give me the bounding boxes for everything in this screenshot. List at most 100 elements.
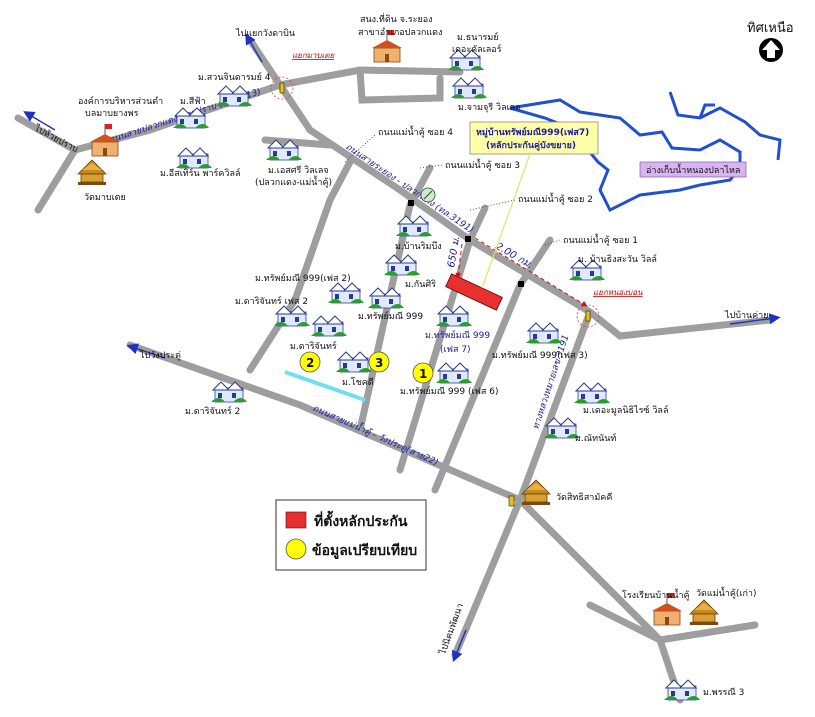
soi-4-label: ถนนแม่น้ำคู้ ซอย 4 bbox=[378, 125, 453, 138]
legend-comparison-swatch bbox=[285, 538, 307, 560]
arrow-bankhai bbox=[729, 313, 781, 325]
house-icon bbox=[327, 282, 365, 304]
house-icon bbox=[525, 322, 563, 344]
arrow-huaipuen bbox=[23, 111, 56, 131]
callout-line2: (หลักประกันคู่บังขยาย) bbox=[486, 140, 576, 151]
place-watmabtoey: วัดมาบเตย bbox=[84, 193, 126, 203]
legend-box bbox=[275, 499, 427, 571]
village-chamchuri: ม.จามจุรี วิลเลจ bbox=[458, 102, 520, 113]
road-soi-4 bbox=[246, 158, 354, 374]
house-icon bbox=[367, 287, 405, 309]
villages: ม.สวนจินดารมย์ 4 ม.สีฟ้า ม.อีสเทิร์น พาร… bbox=[160, 31, 744, 701]
comparison-label-1: 1 bbox=[419, 367, 427, 381]
house-icon bbox=[573, 382, 611, 404]
village-nathanan: ม.ณัทนันท์ bbox=[575, 432, 616, 444]
canal bbox=[284, 370, 366, 402]
callout-line1: หมู่บ้านทรัพย์มณี999(เฟส7) bbox=[476, 126, 589, 138]
place-school: โรงเรียนบ้านน้ำคู้ bbox=[622, 588, 690, 601]
village-banrim: ม.บ้านริมบึง bbox=[395, 241, 442, 252]
comparison-label-2: 2 bbox=[306, 356, 314, 370]
comparison-label-3: 3 bbox=[375, 356, 383, 370]
intersection-top: แยกมาบเตย bbox=[292, 51, 335, 60]
road-3191-south bbox=[451, 308, 594, 659]
village-pornni: ม.พรรณี 3 bbox=[703, 687, 744, 698]
village-sup3: ม.ทรัพย์มณี 999(เฟส 3) bbox=[492, 349, 588, 361]
soi-1-label: ถนนแม่น้ำคู้ ซอย 1 bbox=[563, 233, 638, 246]
road-sign-icon bbox=[420, 187, 436, 203]
house-icon bbox=[383, 254, 421, 276]
junctions bbox=[408, 200, 524, 287]
village-suan: ม.สวนจินดารมย์ 4 bbox=[198, 71, 271, 83]
soi-labels: ถนนแม่น้ำคู้ ซอย 4 ถนนแม่น้ำคู้ ซอย 3 ถน… bbox=[344, 125, 638, 246]
dir-bankhai: ไปบ้านค่าย bbox=[724, 310, 769, 321]
arrow-wangpradu bbox=[126, 343, 166, 359]
distance-650: 650 ม. bbox=[446, 235, 462, 268]
village-daris-w: ม.ดาริจันทร์ 2 bbox=[185, 405, 240, 417]
village-daris2: ม.ดาริจันทร์ เฟส 2 bbox=[235, 295, 308, 307]
road-to-kradin bbox=[246, 36, 284, 89]
house-icon bbox=[310, 315, 348, 337]
intersection-right: แยกหนองบอน bbox=[593, 288, 643, 297]
village-thanarom: ม.ธนารมย์ bbox=[457, 31, 499, 43]
temple-icon-mabtoey bbox=[77, 159, 107, 186]
north-indicator: ทิศเหนือ bbox=[747, 20, 794, 62]
temple-icon-namku bbox=[689, 599, 719, 626]
house-icon bbox=[395, 215, 433, 237]
village-kunsiri: ม.กันศิริ bbox=[405, 279, 436, 290]
north-label: ทิศเหนือ bbox=[747, 20, 794, 36]
house-icon bbox=[663, 679, 701, 701]
place-watnamku: วัดแม่น้ำคู้(เก่า) bbox=[696, 586, 756, 599]
village-sup2: ม.ทรัพย์มณี 999(เฟส 2) bbox=[255, 272, 351, 284]
road-school bbox=[586, 601, 759, 644]
village-sri: ม.เอสศรี วิลเลจ bbox=[268, 165, 329, 176]
signal-bottom bbox=[508, 495, 515, 507]
road-top bbox=[276, 66, 464, 89]
callout: หมู่บ้านทรัพย์มณี999(เฟส7) (หลักประกันคู… bbox=[469, 121, 599, 289]
house-icon bbox=[215, 85, 253, 107]
village-eastern: ม.อีสเทิร์น พาร์ควิลล์ bbox=[160, 167, 240, 179]
house-icon bbox=[450, 77, 488, 99]
village-thanarom2: เดอะคัลเลอร์ bbox=[452, 43, 502, 55]
place-oborlor: องค์การบริหารส่วนตำ bbox=[78, 95, 163, 107]
place-watsit: วัดสิทธิสามัคคี bbox=[556, 492, 612, 503]
legend: ที่ตั้งหลักประกัน ข้อมูลเปรียบเทียบ bbox=[275, 499, 427, 571]
village-delux: ม.เดอะมูลนิธิไรซ์ วิลล์ bbox=[583, 404, 668, 416]
reservoir bbox=[509, 91, 782, 213]
comparison-marker-1 bbox=[412, 362, 434, 384]
village-chokdee: ม.โชคดี bbox=[342, 377, 374, 388]
house-icon bbox=[435, 362, 473, 384]
soi-3-label: ถนนแม่น้ำคู้ ซอย 3 bbox=[445, 158, 520, 171]
legend-collateral-swatch bbox=[285, 511, 307, 529]
house-icon bbox=[175, 147, 213, 169]
place-oborlor2: บลมาบยางพร bbox=[85, 109, 139, 119]
legend-comparison-label: ข้อมูลเปรียบเทียบ bbox=[312, 543, 417, 559]
reservoir-label: อ่างเก็บน้ำหนองปลาไหล bbox=[639, 161, 747, 178]
road-to-west bbox=[34, 146, 79, 214]
comparison-markers: 1 2 3 bbox=[299, 351, 434, 384]
house-icon bbox=[335, 351, 373, 373]
legend-collateral-label: ที่ตั้งหลักประกัน bbox=[314, 510, 408, 530]
dir-nikhom: ไปนิคมพัฒนา bbox=[437, 602, 466, 657]
collateral-marker bbox=[445, 273, 503, 311]
direction-arrows bbox=[23, 33, 781, 663]
reservoir-text: อ่างเก็บน้ำหนองปลาไหล bbox=[646, 163, 740, 176]
dir-wangpradu: ไปวังประดู่ bbox=[139, 350, 181, 361]
distance-lines bbox=[455, 237, 588, 307]
soi-2-label: ถนนแม่น้ำคู้ ซอย 2 bbox=[518, 192, 593, 205]
comparison-marker-2 bbox=[299, 351, 321, 373]
comparison-marker-3 bbox=[368, 351, 390, 373]
village-sifa: ม.สีฟ้า bbox=[180, 96, 206, 107]
village-sri2: (ปลวกแดง-แม่น้ำคู้) bbox=[255, 175, 332, 188]
dir-huaipuen: ไปห้วยปราบ bbox=[32, 122, 81, 155]
road-top-loop bbox=[356, 66, 444, 104]
dir-kradin: ไปแยกวังดาบิน bbox=[235, 28, 295, 39]
village-daris: ม.ดาริจันทร์ bbox=[290, 340, 337, 352]
village-sup7a: ม.ทรัพย์มณี 999 bbox=[425, 329, 490, 341]
village-sup: ม.ทรัพย์มณี 999 bbox=[358, 310, 423, 322]
arrow-nikhom bbox=[451, 629, 467, 663]
place-sno: สนง.ที่ดิน จ.ระยอง bbox=[360, 12, 433, 25]
village-sup7b: (เฟส 7) bbox=[440, 345, 471, 355]
place-sno2: สาขาอำเภอปลวกแดง bbox=[358, 27, 442, 38]
arrow-kradin bbox=[245, 33, 263, 63]
